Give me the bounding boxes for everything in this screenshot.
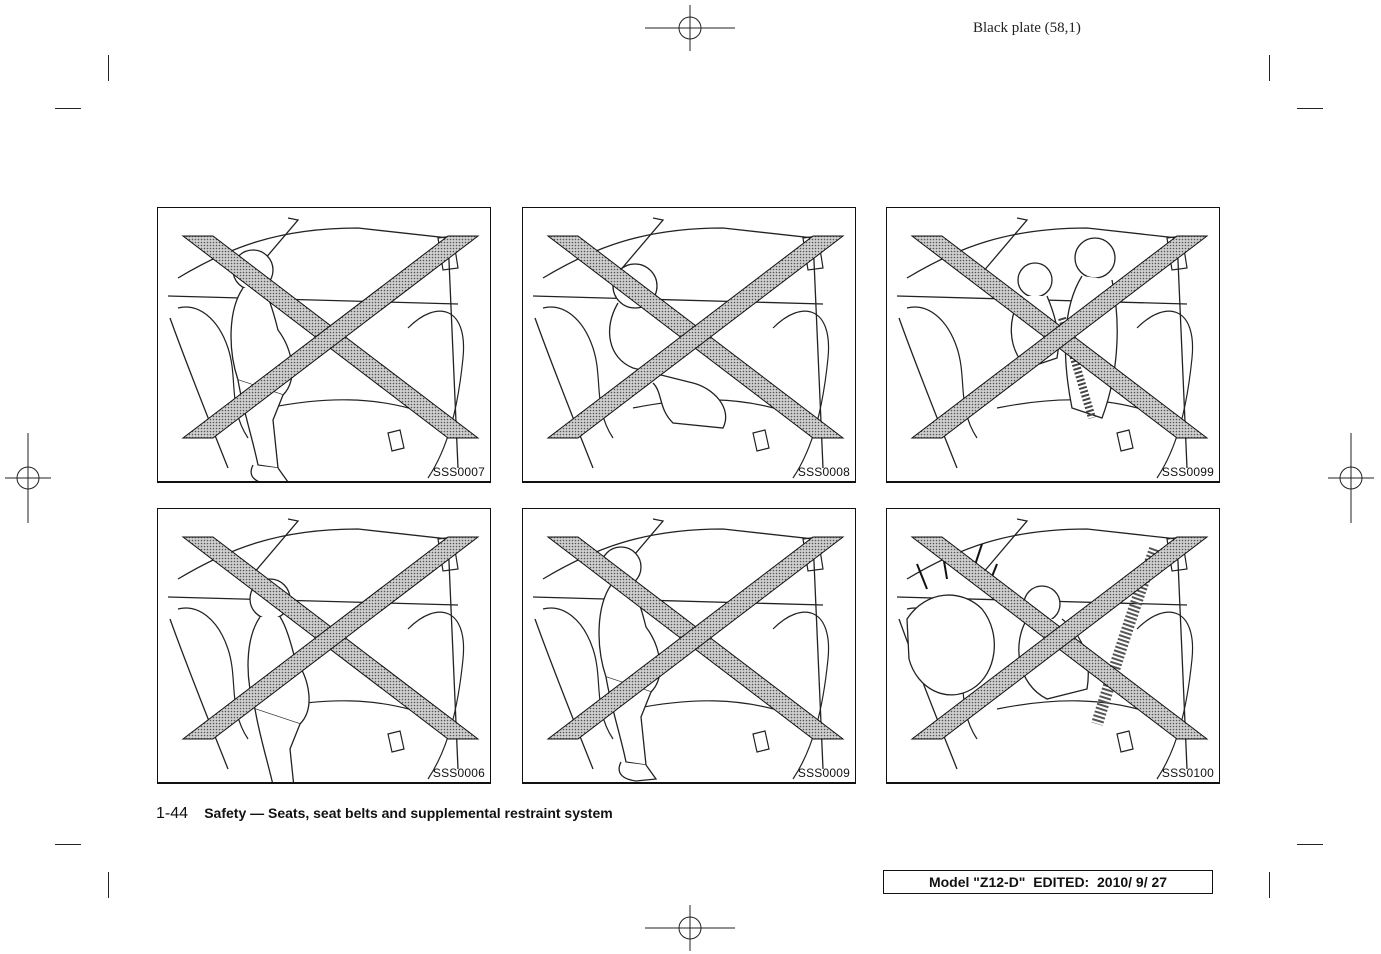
crop-mark [1269,55,1270,81]
crop-mark [108,55,109,81]
figure-code: SSS0099 [1161,465,1214,479]
figure-code: SSS0007 [432,465,485,479]
child-seat-airbag-illustration [896,518,1208,780]
figure-code: SSS0006 [432,766,485,780]
figure-sss0009: SSS0009 [522,508,856,784]
section-title: Safety — Seats, seat belts and supplemen… [204,805,613,821]
child-kneeling-illustration [532,217,844,479]
page-footer: 1-44 Safety — Seats, seat belts and supp… [156,805,613,823]
crop-mark [1269,872,1270,898]
crop-mark [1297,108,1323,109]
child-on-lap-illustration [896,217,1208,479]
figure-code: SSS0009 [797,766,850,780]
registration-mark-bottom [645,905,735,951]
figure-code: SSS0100 [1161,766,1214,780]
crop-mark [108,872,109,898]
figure-sss0099: SSS0099 [886,207,1220,483]
registration-mark-top [645,5,735,51]
figure-sss0006: SSS0006 [157,508,491,784]
registration-mark-right [1328,433,1374,523]
figure-sss0007: SSS0007 [157,207,491,483]
figure-sss0008: SSS0008 [522,207,856,483]
model-edited-box: Model "Z12-D" EDITED: 2010/ 9/ 27 [883,870,1213,894]
crop-mark [55,108,81,109]
child-standing-rear-illustration [532,518,844,782]
figure-code: SSS0008 [797,465,850,479]
plate-label: Black plate (58,1) [973,20,1081,36]
page-number: 1-44 [156,805,189,822]
registration-mark-left [5,433,51,523]
child-leaning-forward-illustration [167,518,479,782]
crop-mark [1297,844,1323,845]
figure-sss0100: SSS0100 [886,508,1220,784]
crop-mark [55,844,81,845]
child-standing-illustration [167,217,479,481]
